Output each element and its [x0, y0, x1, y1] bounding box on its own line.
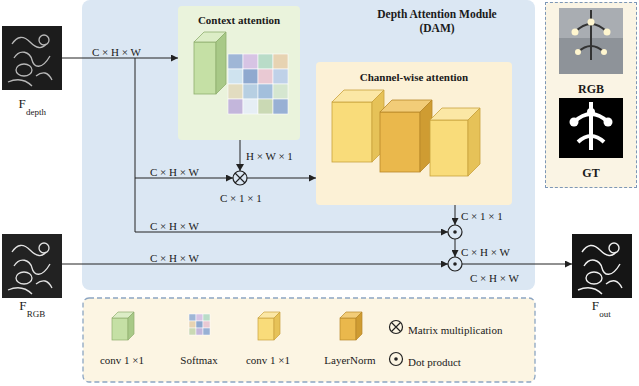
dimension-label: C × H × W: [150, 220, 199, 233]
feature-name: F: [592, 298, 599, 314]
label-holder: C × H × W: [150, 162, 199, 180]
label-holder: depth: [26, 101, 46, 119]
label-holder: C × 1 × 1: [220, 188, 262, 206]
legend-holder: Softmax: [180, 350, 217, 368]
node-text-holder: Depth Attention Module (DAM): [362, 8, 512, 36]
feature-name: F: [19, 298, 26, 314]
depth-feature-map: [2, 26, 62, 90]
node-title: Context attention: [198, 14, 280, 27]
label-holder: RGB: [27, 303, 46, 321]
legend-conv-icon: [112, 312, 134, 340]
conv-block: [194, 32, 226, 94]
dimension-label: C × 1 × 1: [220, 192, 262, 205]
legend-panel: [83, 298, 535, 382]
dimension-label: H × W × 1: [246, 150, 293, 163]
dot-product-symbol: [448, 257, 462, 271]
dot-product-symbol: [448, 225, 462, 239]
rgb-photo: [559, 8, 623, 74]
legend-text: LayerNorm: [324, 354, 375, 367]
node-fill: [178, 6, 300, 140]
node-title: GT: [582, 166, 599, 180]
node-title: Channel-wise attention: [360, 71, 468, 84]
sample-panel: RGB GT: [545, 2, 637, 188]
subscript: out: [599, 309, 611, 320]
channel-attention-box: Channel-wise attention: [316, 62, 512, 205]
label-holder: C × H × W: [470, 268, 519, 286]
legend-conv-icon: [258, 312, 280, 340]
legend-text: Dot product: [408, 356, 461, 369]
rgb-feature-map: [2, 234, 62, 298]
node-fill: [545, 2, 637, 188]
label-holder: H × W × 1: [246, 146, 293, 164]
legend-text: Softmax: [180, 354, 217, 367]
dimension-label: C × H × W: [92, 46, 141, 59]
label-holder: F: [18, 94, 25, 112]
layernorm-block: [380, 100, 432, 172]
subscript: depth: [26, 107, 46, 118]
node-text-holder: Context attention: [178, 10, 300, 28]
softmax-grid: [228, 54, 288, 114]
conv-block: [332, 90, 384, 162]
connector: [240, 140, 316, 178]
legend-layernorm-icon: [340, 312, 362, 340]
label-holder: C × H × W: [150, 216, 199, 234]
label-holder: out: [599, 303, 611, 321]
label-holder: C × H × W: [92, 42, 141, 60]
dimension-label: C × H × W: [470, 272, 519, 285]
legend-dot-product-symbol: [390, 353, 403, 366]
dimension-label: C × H × W: [461, 246, 510, 259]
legend-text: conv 1 ×1: [246, 354, 290, 367]
feature-name: F: [18, 96, 25, 112]
legend-holder: LayerNorm: [324, 350, 375, 368]
label-holder: F: [592, 296, 599, 314]
conv-block: [430, 108, 480, 176]
matrix-multiplication-symbol: [233, 171, 247, 185]
legend-holder: Matrix multiplication: [408, 320, 502, 338]
flow-lines: [62, 58, 572, 264]
legend-text: conv 1 ×1: [100, 354, 144, 367]
label-holder: C × 1 × 1: [461, 206, 503, 224]
dimension-label: C × H × W: [150, 252, 199, 265]
node-title: Depth Attention Module (DAM): [362, 8, 512, 36]
node-text-holder: Channel-wise attention: [316, 67, 512, 85]
legend-text: Matrix multiplication: [408, 324, 502, 337]
legend-holder: conv 1 ×1: [246, 350, 290, 368]
ground-truth-mask: [559, 98, 623, 158]
arrowhead: [236, 164, 244, 171]
legend-softmax-icon: [189, 314, 210, 335]
node-text-holder: GT: [546, 163, 636, 181]
legend-holder: conv 1 ×1: [100, 350, 144, 368]
output-feature-map: [572, 234, 632, 298]
dimension-label: C × 1 × 1: [461, 210, 503, 223]
node-fill: [82, 0, 535, 290]
label-holder: F: [19, 296, 26, 314]
legend-matrix-multiplication-symbol: [390, 321, 403, 334]
node-fill: [316, 62, 512, 205]
legend-holder: Dot product: [408, 352, 461, 370]
node-text-holder: RGB: [546, 79, 636, 97]
subscript: RGB: [27, 309, 46, 320]
dimension-label: C × H × W: [150, 166, 199, 179]
label-holder: C × H × W: [461, 242, 510, 260]
node-title: RGB: [578, 82, 604, 96]
label-holder: C × H × W: [150, 248, 199, 266]
context-attention-box: Context attention: [178, 6, 300, 140]
